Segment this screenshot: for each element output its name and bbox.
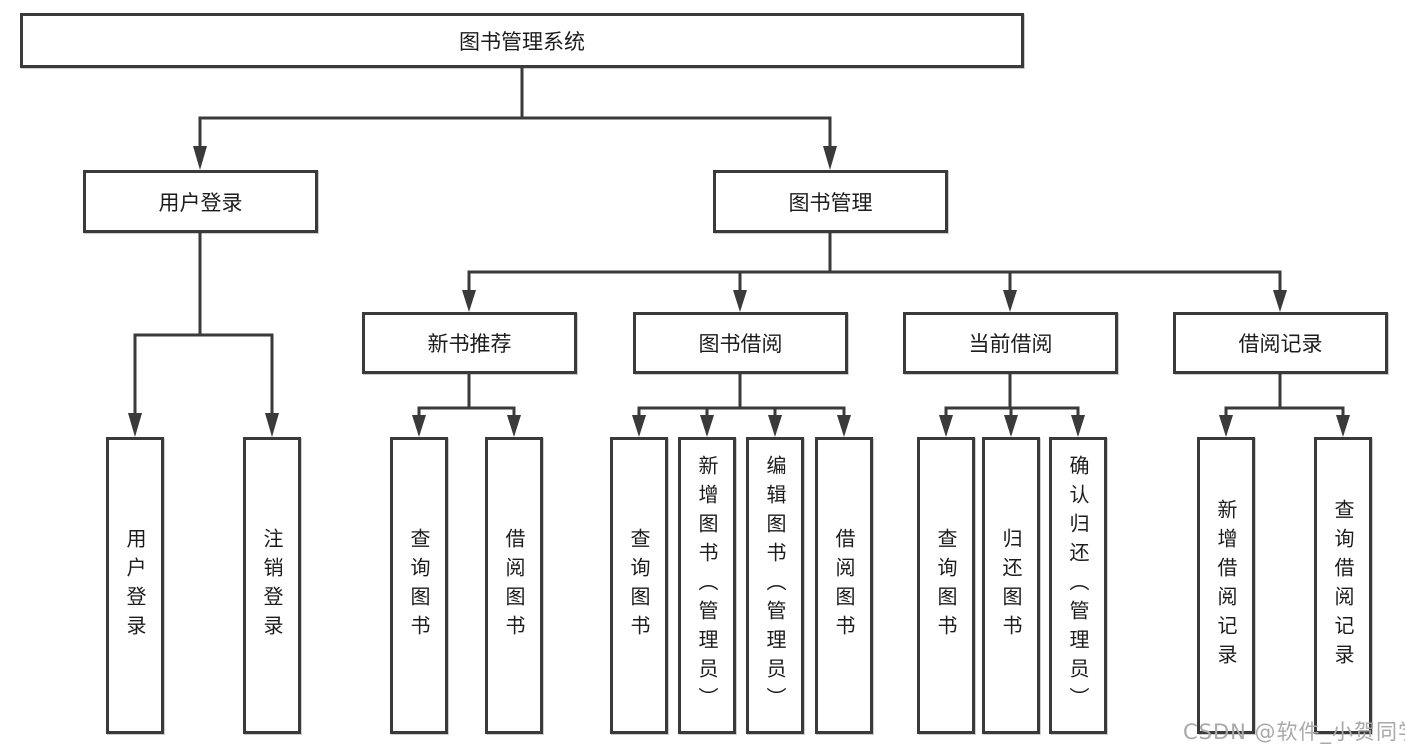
leaf-user-login: 用户登录 — [106, 437, 164, 734]
node-current-borrowing: 当前借阅 — [903, 312, 1118, 374]
node-book-management: 图书管理 — [713, 170, 948, 233]
leaf-return-books: 归还图书 — [982, 437, 1040, 734]
node-borrowing-records: 借阅记录 — [1173, 312, 1388, 374]
node-book-borrowing: 图书借阅 — [633, 312, 848, 374]
leaf-borrow-books: 借阅图书 — [815, 437, 873, 734]
leaf-confirm-return-admin: 确认归还（管理员） — [1049, 437, 1107, 734]
leaf-query-borrow-record: 查询借阅记录 — [1314, 437, 1372, 734]
node-new-book-recommendation: 新书推荐 — [362, 312, 577, 374]
leaf-add-book-admin: 新增图书（管理员） — [678, 437, 736, 734]
node-root: 图书管理系统 — [20, 13, 1024, 68]
leaf-borrow-books-recommend: 借阅图书 — [485, 437, 543, 734]
leaf-query-books-borrowing: 查询图书 — [610, 437, 668, 734]
leaf-add-borrow-record: 新增借阅记录 — [1197, 437, 1255, 734]
node-user-login: 用户登录 — [83, 170, 318, 233]
watermark: CSDN @软件_小贺同学 — [1183, 720, 1405, 744]
leaf-edit-book-admin: 编辑图书（管理员） — [746, 437, 804, 734]
leaf-query-books-recommend: 查询图书 — [390, 437, 448, 734]
leaf-query-books-current: 查询图书 — [917, 437, 975, 734]
leaf-logout: 注销登录 — [243, 437, 301, 734]
